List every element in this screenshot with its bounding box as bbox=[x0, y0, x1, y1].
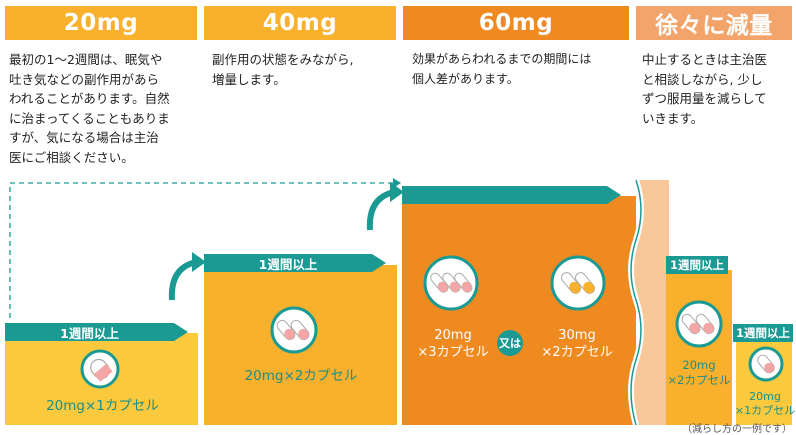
step-arrow-icon bbox=[366, 182, 404, 231]
band-week-2: 1週間以上 bbox=[204, 254, 386, 272]
desc-line: すが、気になる場合は主治 bbox=[9, 130, 159, 145]
desc-40mg: 副作用の状態をみながら, 増量します。 bbox=[212, 50, 402, 89]
capsule-icon bbox=[423, 255, 479, 311]
band-label: 1週間以上 bbox=[258, 256, 318, 272]
dose-label-s3b: 30mg ×2カプセル bbox=[527, 327, 627, 361]
desc-60mg: 効果があらわれるまでの期間には 個人差があります。 bbox=[412, 50, 632, 89]
band-label: 1週間以上 bbox=[669, 258, 724, 272]
band-label: 1週間以上 bbox=[735, 326, 790, 340]
band-60mg bbox=[402, 186, 621, 204]
header-60mg: 60mg bbox=[403, 6, 629, 40]
desc-line: 個人差があります。 bbox=[412, 71, 519, 86]
header-taper: 徐々に減量 bbox=[636, 6, 792, 40]
capsule-icon bbox=[270, 306, 318, 354]
desc-line: 中止するときは主治医 bbox=[642, 52, 768, 67]
capsule-icon bbox=[748, 346, 784, 382]
capsule-icon bbox=[80, 349, 120, 389]
header-20mg: 20mg bbox=[5, 6, 197, 40]
header-40mg: 40mg bbox=[204, 6, 396, 40]
capsule-icon bbox=[550, 255, 606, 311]
desc-line: 医にご相談ください。 bbox=[9, 149, 134, 165]
desc-line: ずつ服用量を減らして bbox=[642, 91, 767, 106]
band-week-1: 1週間以上 bbox=[5, 323, 188, 341]
dose-line: 30mg bbox=[558, 328, 596, 343]
stage-60mg-block bbox=[402, 196, 636, 425]
desc-line: 最初の1～2週間は、眠気や bbox=[9, 52, 163, 67]
desc-line: 効果があらわれるまでの期間には bbox=[412, 52, 592, 66]
desc-line: 吐き気などの副作用があら bbox=[9, 71, 160, 87]
dose-line: ×2カプセル bbox=[667, 373, 731, 387]
desc-line: と相談しながら, 少し bbox=[642, 71, 763, 87]
dose-label-s2: 20mg×2カプセル bbox=[244, 368, 358, 384]
dose-label-s1: 20mg×1カプセル bbox=[46, 398, 159, 414]
dose-line: ×2カプセル bbox=[541, 345, 613, 360]
desc-line: いきます。 bbox=[642, 110, 704, 126]
desc-line: われることがあります。自然 bbox=[9, 91, 170, 106]
or-badge: 又は bbox=[497, 330, 523, 356]
dose-label-s4b: 20mg ×1カプセル bbox=[734, 390, 796, 418]
desc-20mg: 最初の1～2週間は、眠気や 吐き気などの副作用があら われることがあります。自然… bbox=[9, 50, 199, 167]
desc-line: 増量します。 bbox=[212, 71, 286, 87]
dose-label-s3a: 20mg ×3カプセル bbox=[405, 327, 501, 361]
dose-line: 20mg bbox=[682, 358, 716, 372]
desc-line: 副作用の状態をみながら, bbox=[212, 52, 354, 67]
dose-label-s4a: 20mg ×2カプセル bbox=[664, 358, 734, 388]
capsule-icon bbox=[675, 300, 723, 348]
dose-line: ×3カプセル bbox=[417, 345, 489, 360]
dose-line: ×1カプセル bbox=[734, 404, 796, 417]
desc-line: に治まってくることもありま bbox=[9, 110, 170, 126]
dose-line: 20mg bbox=[434, 328, 472, 343]
dose-line: 20mg bbox=[749, 390, 781, 403]
break-edge bbox=[628, 180, 669, 426]
band-week-3: 1週間以上 bbox=[666, 256, 728, 274]
band-week-4: 1週間以上 bbox=[733, 324, 793, 342]
example-note: （減らし方の一例です） bbox=[682, 424, 792, 435]
band-label: 1週間以上 bbox=[60, 325, 119, 341]
desc-taper: 中止するときは主治医 と相談しながら, 少し ずつ服用量を減らして いきます。 bbox=[642, 50, 794, 128]
step-arrow-icon bbox=[168, 252, 206, 301]
